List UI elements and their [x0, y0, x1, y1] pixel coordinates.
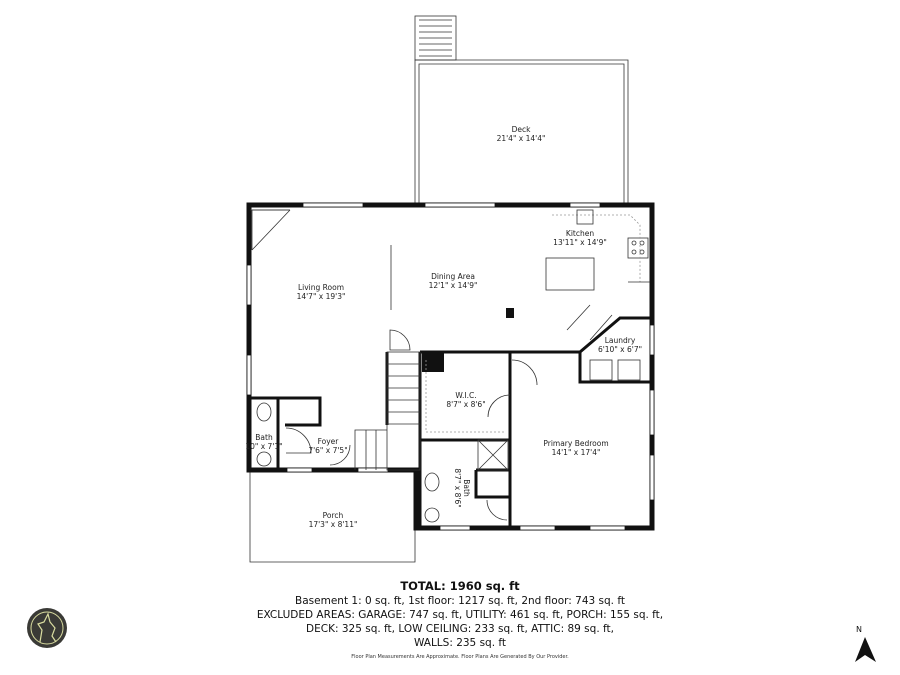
bath-fixtures: [256, 359, 641, 523]
kitchen-fixtures: [545, 209, 650, 291]
porch-size: 17'3" x 8'11": [309, 520, 358, 529]
kitchen-name: Kitchen: [566, 229, 594, 238]
floor-areas: Basement 1: 0 sq. ft, 1st floor: 1217 sq…: [295, 595, 625, 607]
bath1-size: 10" x 7'1": [245, 442, 282, 451]
total-area: TOTAL: 1960 sq. ft: [400, 579, 520, 593]
excluded-areas-cont: DECK: 325 sq. ft, LOW CEILING: 233 sq. f…: [306, 623, 614, 635]
laundry-size: 6'10" x 6'7": [598, 345, 642, 354]
disclaimer: Floor Plan Measurements Are Approximate.…: [351, 654, 569, 660]
wic-name: W.I.C.: [455, 391, 476, 400]
exterior-walls: [246, 202, 655, 531]
primary-bedroom-size: 14'1" x 17'4": [552, 448, 601, 457]
wic-size: 8'7" x 8'6": [446, 400, 485, 409]
dining-name: Dining Area: [431, 272, 475, 281]
bath2-size: 8'7" x 8'6": [453, 468, 462, 507]
foyer-name: Foyer: [318, 437, 340, 446]
walls-area: WALLS: 235 sq. ft: [413, 637, 507, 649]
deck: [414, 15, 629, 205]
bath2-name: Bath: [462, 479, 471, 497]
kitchen-size: 13'11" x 14'9": [553, 238, 607, 247]
deck-name: Deck: [512, 125, 532, 134]
primary-bedroom-name: Primary Bedroom: [543, 439, 608, 448]
laundry-name: Laundry: [605, 336, 636, 345]
north-label: N: [856, 625, 862, 634]
wolf-logo-icon: [27, 608, 67, 648]
doors: [250, 209, 613, 521]
porch-name: Porch: [323, 511, 344, 520]
dining-size: 12'1" x 14'9": [429, 281, 478, 290]
bath1-name: Bath: [255, 433, 273, 442]
excluded-areas: EXCLUDED AREAS: GARAGE: 747 sq. ft, UTIL…: [256, 609, 664, 621]
north-arrow-icon: N: [855, 625, 876, 662]
living-size: 14'7" x 19'3": [297, 292, 346, 301]
foyer-size: 7'6" x 7'5": [308, 446, 347, 455]
stairs: [354, 351, 421, 471]
deck-size: 21'4" x 14'4": [497, 134, 546, 143]
living-name: Living Room: [298, 283, 344, 292]
windows: [246, 202, 655, 531]
